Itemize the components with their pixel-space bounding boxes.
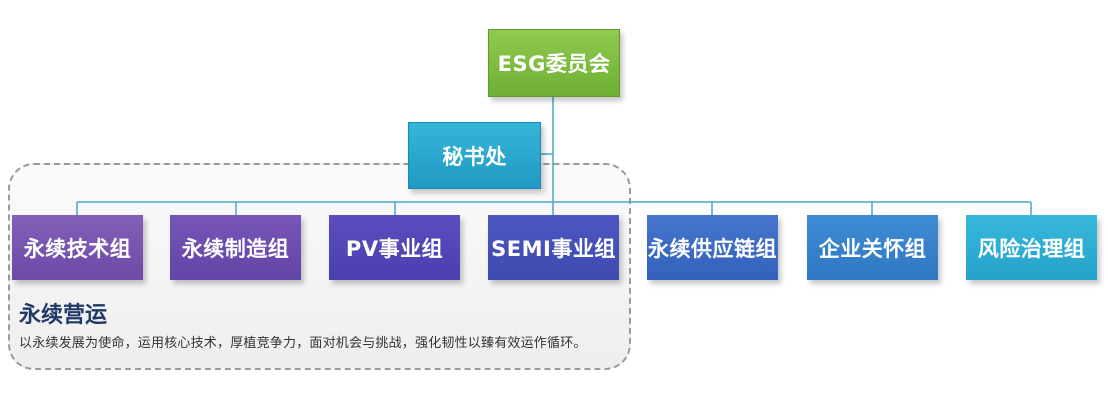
- esg-committee-label: ESG委员会: [497, 52, 611, 76]
- secretariat-box: 秘书处: [408, 122, 541, 189]
- team-box-sustainable-manufacturing: 永续制造组: [170, 215, 301, 280]
- team-label: 永续技术组: [23, 236, 132, 261]
- secretariat-label: 秘书处: [442, 144, 507, 169]
- team-label: SEMI事业组: [491, 236, 616, 261]
- team-label: 风险治理组: [977, 236, 1086, 261]
- group-title: 永续营运: [19, 303, 108, 328]
- team-box-corporate-care: 企业关怀组: [807, 215, 938, 280]
- team-box-sustainable-supply-chain: 永续供应链组: [647, 215, 778, 280]
- team-box-sustainable-technology: 永续技术组: [12, 215, 143, 280]
- team-label: 永续供应链组: [648, 236, 777, 261]
- group-description: 以永续发展为使命，运用核心技术，厚植竞争力，面对机会与挑战，强化韧性以臻有效运作…: [19, 336, 587, 351]
- team-label: 企业关怀组: [818, 236, 927, 261]
- team-label: PV事业组: [345, 236, 444, 261]
- team-label: 永续制造组: [181, 236, 290, 261]
- team-box-risk-governance: 风险治理组: [966, 215, 1097, 280]
- esg-committee-box: ESG委员会: [488, 29, 620, 97]
- team-box-pv-business: PV事业组: [329, 215, 460, 280]
- team-box-semi-business: SEMI事业组: [488, 215, 619, 280]
